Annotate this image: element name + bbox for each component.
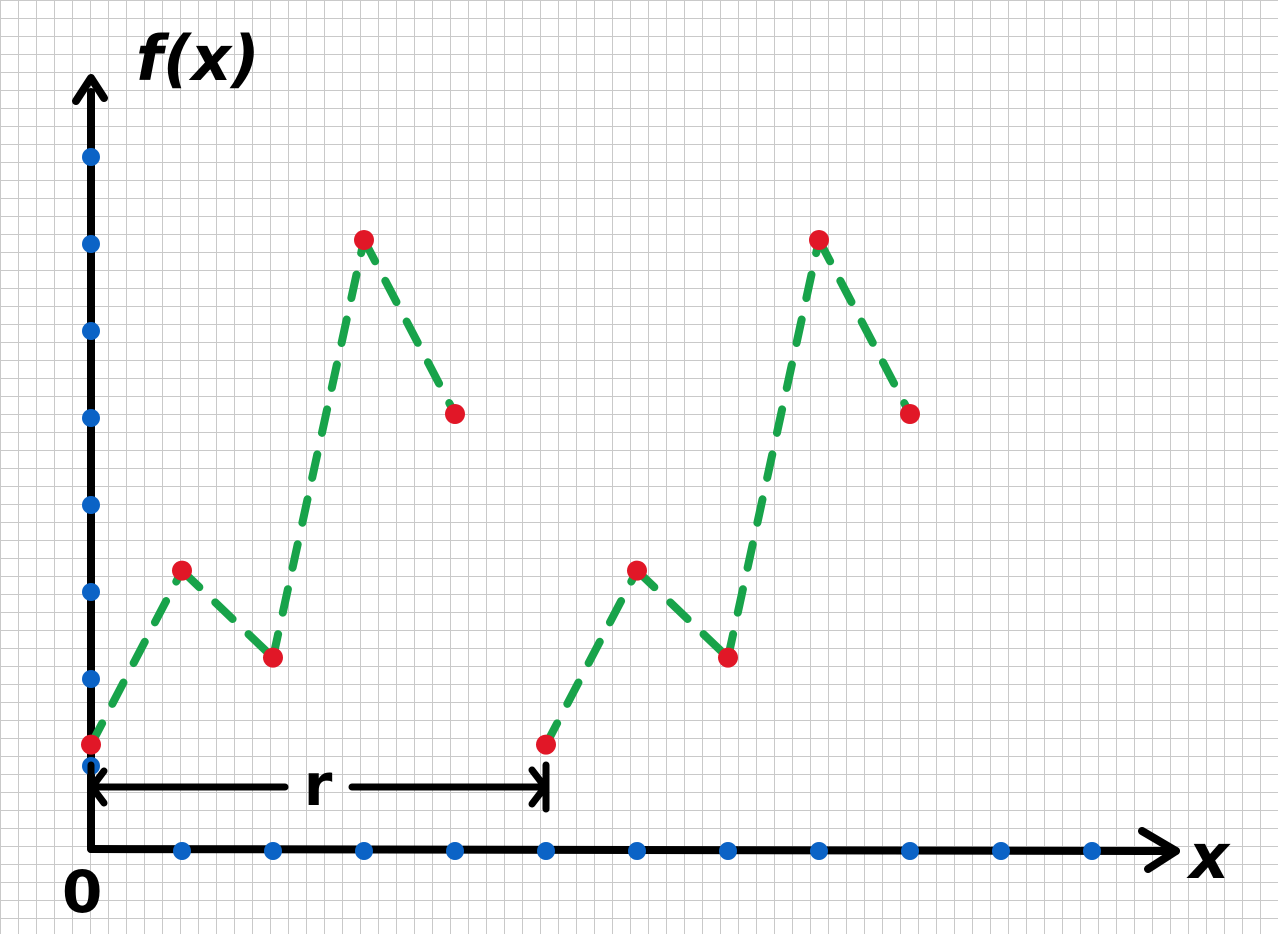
series-connector-segment xyxy=(360,236,459,418)
y-axis-dot xyxy=(82,583,100,601)
series-point xyxy=(445,404,465,424)
series-connectors xyxy=(87,236,914,749)
x-axis-dot xyxy=(992,842,1010,860)
series-point xyxy=(172,560,192,581)
x-axis-dot xyxy=(901,842,919,860)
y-axis-arrow xyxy=(72,74,108,105)
series-connector-segment xyxy=(178,566,277,662)
period-label: r xyxy=(304,751,333,819)
series-connector-segment xyxy=(542,566,641,749)
series-point xyxy=(900,404,920,424)
x-axis-label: x xyxy=(1186,820,1231,893)
y-axis-label: f(x) xyxy=(136,22,260,95)
y-axis-dot xyxy=(82,322,100,340)
series-point xyxy=(627,560,647,581)
y-axis-dot xyxy=(82,496,100,514)
y-axis-dot xyxy=(82,148,100,166)
axes xyxy=(72,74,1180,873)
series-connector-segment xyxy=(633,566,732,662)
y-axis-dot xyxy=(82,409,100,427)
x-axis-dot xyxy=(173,842,191,860)
y-axis-dot xyxy=(82,235,100,253)
series-point xyxy=(354,230,374,250)
x-axis-dot xyxy=(537,842,555,860)
x-axis-arrow xyxy=(1138,827,1180,873)
series-connector-segment xyxy=(269,236,368,662)
x-axis-dot xyxy=(628,842,646,860)
axis-dots xyxy=(82,148,1101,860)
x-axis-dot xyxy=(1083,842,1101,860)
origin-label: 0 xyxy=(62,858,102,926)
series-point xyxy=(809,230,829,250)
x-axis-dot xyxy=(264,842,282,860)
period-marker: r xyxy=(87,751,550,819)
series-point xyxy=(536,734,556,755)
series-connector-segment xyxy=(815,236,914,418)
series-connector-segment xyxy=(724,236,823,662)
series-points xyxy=(81,230,920,755)
series-connector-segment xyxy=(87,566,186,749)
series-point xyxy=(718,647,738,668)
y-axis-dot xyxy=(82,670,100,688)
x-axis-dot xyxy=(446,842,464,860)
series-point xyxy=(81,734,101,755)
x-axis-dot xyxy=(810,842,828,860)
x-axis-dot xyxy=(719,842,737,860)
x-axis-dot xyxy=(355,842,373,860)
series-point xyxy=(263,647,283,668)
